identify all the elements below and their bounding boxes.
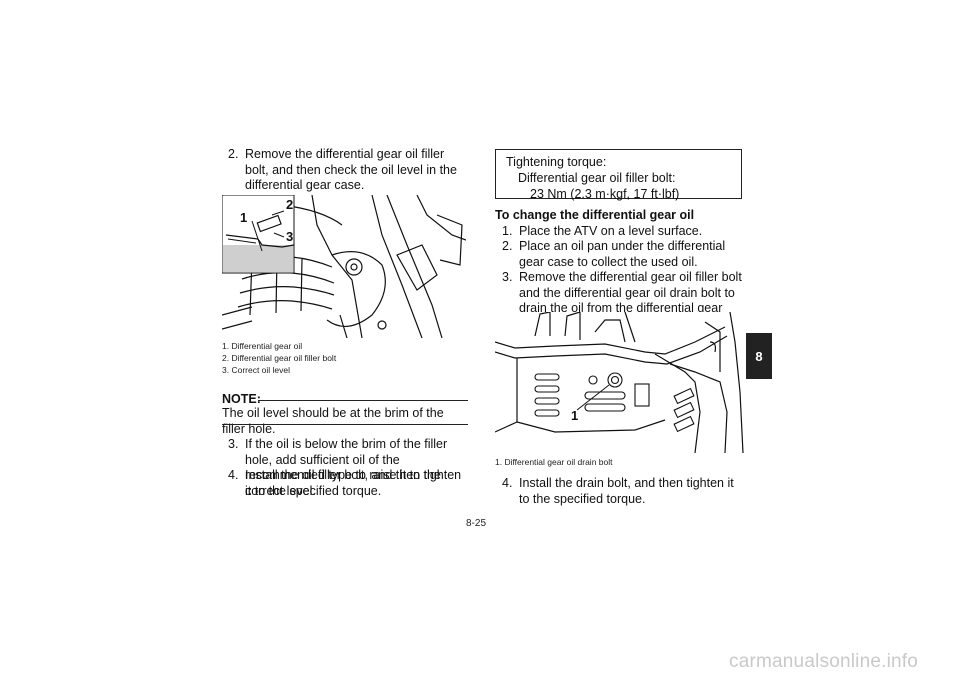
step-text: Place an oil pan under the differential … (519, 239, 726, 269)
note-rule-bottom (222, 424, 468, 425)
step-text: Install the drain bolt, and then tighten… (519, 476, 734, 506)
drain-bolt-illustration: 1 (494, 311, 744, 454)
step-number: 2. (502, 239, 513, 253)
torque-value: 23 Nm (2.3 m·kgf, 17 ft·lbf) (530, 187, 680, 201)
step-number: 2. (228, 147, 239, 161)
note-label: NOTE: (222, 392, 261, 406)
note-block: NOTE: The oil level should be at the bri… (222, 392, 468, 440)
torque-spec-box: Tightening torque: Differential gear oil… (495, 149, 742, 201)
callout-2: 2 (286, 197, 293, 212)
step-2: 2. Remove the differential gear oil fill… (228, 147, 468, 194)
page-number: 8-25 (466, 518, 487, 529)
step-number: 1. (502, 224, 513, 238)
step-4: 4. Install the oil filler bolt, and then… (228, 468, 468, 499)
step-number: 4. (502, 476, 513, 490)
callout-3: 3 (286, 229, 293, 244)
callout-1: 1 (571, 408, 578, 423)
change-step-4: 4. Install the drain bolt, and then tigh… (502, 476, 742, 507)
callout-1: 1 (240, 210, 247, 225)
chapter-tab: 8 (746, 333, 772, 379)
figure-1-captions: 1. Differential gear oil 2. Differential… (222, 340, 466, 376)
step-text: Place the ATV on a level surface. (519, 224, 703, 238)
step-text: If the oil is below the brim of the fill… (245, 437, 448, 498)
caption-line: 1. Differential gear oil (222, 341, 303, 351)
torque-title: Tightening torque: (506, 155, 607, 169)
step-text: Install the oil filler bolt, and then ti… (245, 468, 462, 498)
watermark: carmanualsonline.info (729, 651, 919, 672)
step-3: 3. If the oil is below the brim of the f… (228, 437, 468, 499)
section-heading: To change the differential gear oil (495, 208, 695, 222)
change-step-2: 2. Place an oil pan under the differenti… (502, 239, 742, 270)
step-number: 4. (228, 468, 239, 482)
note-rule-top (258, 400, 468, 401)
torque-item: Differential gear oil filler bolt: (518, 171, 676, 185)
figure-2-caption: 1. Differential gear oil drain bolt (495, 457, 613, 467)
step-number: 3. (228, 437, 239, 451)
note-text: The oil level should be at the brim of t… (222, 406, 444, 436)
step-text: Remove the differential gear oil filler … (245, 147, 457, 192)
change-step-1: 1. Place the ATV on a level surface. (502, 224, 742, 240)
filler-bolt-illustration: 1 2 3 (221, 194, 467, 339)
caption-line: 3. Correct oil level (222, 365, 291, 375)
caption-line: 2. Differential gear oil filler bolt (222, 353, 337, 363)
step-number: 3. (502, 270, 513, 284)
